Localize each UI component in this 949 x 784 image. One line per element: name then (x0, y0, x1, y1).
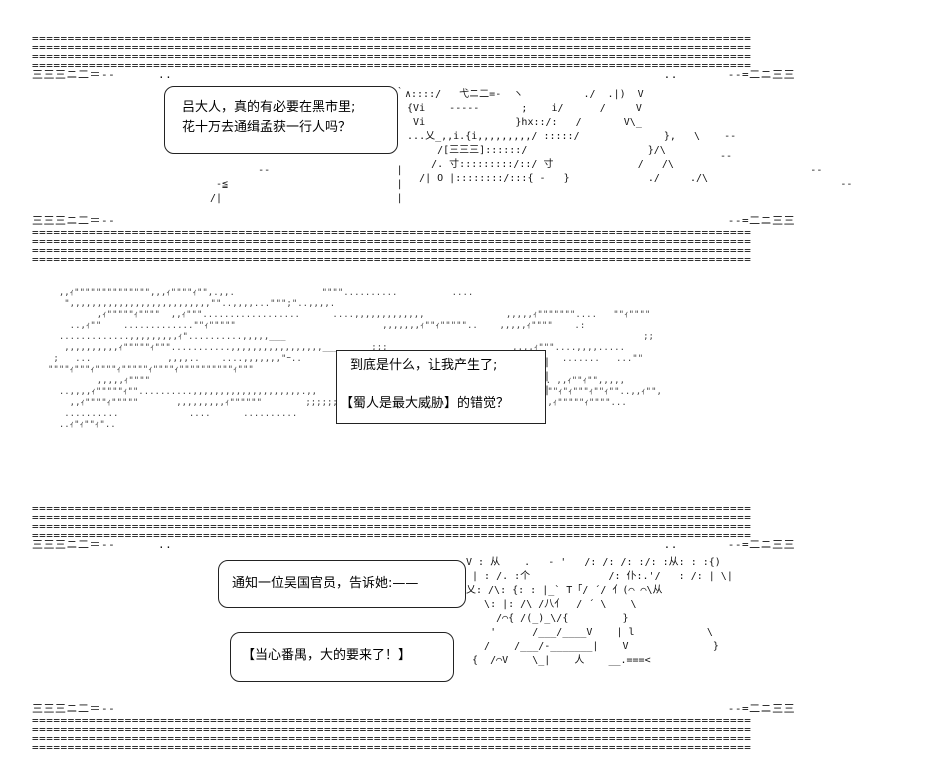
panel3-top-border: ========================================… (32, 504, 752, 540)
panel1-character-art: ｀∧::::/ 弋ニ二=- ヽ ./ .|) V {Vi ‐---- ; i/ … (395, 89, 737, 184)
panel3-bottom-border-fade: 三三三ニ二＝-- ____________ __________________… (32, 704, 796, 713)
panel3-character-art: V : 从 . - ' /: /: /: :/: :从: : :{) | : /… (466, 557, 733, 666)
panel1-body-lines: -- | -≦ | /| | (210, 165, 403, 204)
panel2-speech-box (336, 350, 546, 424)
panel3-speech-bubble-2 (230, 632, 454, 682)
panel3-bottom-border: ========================================… (32, 716, 752, 752)
panel2-box-side-marks: | | | (544, 357, 551, 396)
panel1-bottom-border: ========================================… (32, 228, 752, 264)
panel1-speech-bubble (164, 86, 398, 154)
panel1-top-border-fade: 三三三ニ二＝-- ..__________________________ __… (32, 70, 796, 79)
panel3-top-border-fade: 三三三ニ二＝-- ..__________________________ __… (32, 540, 796, 549)
panel1-bottom-border-fade: 三三三ニ二＝-- ____________ __________________… (32, 216, 796, 225)
panel2-speech-line-2: 【蜀人是最大威胁】的错觉？ (340, 396, 510, 411)
panel1-speech-line-1: 吕大人，真的有必要在黑市里; (182, 100, 356, 115)
panel2-speech-line-1: 到底是什么，让我产生了; (350, 358, 498, 373)
panel3-speech-bubble-1 (218, 560, 466, 608)
panel1-speech-line-2: 花十万去通缉孟获一行人吗？ (182, 120, 352, 135)
panel1-side-marks: -- -- -- (720, 151, 853, 190)
panel3-speech-line-1: 通知一位吴国官员，告诉她:—— (232, 576, 419, 591)
panel3-speech-line-2: 【当心番禺，大的要来了！】 (242, 648, 412, 663)
panel1-top-border: ========================================… (32, 34, 752, 70)
